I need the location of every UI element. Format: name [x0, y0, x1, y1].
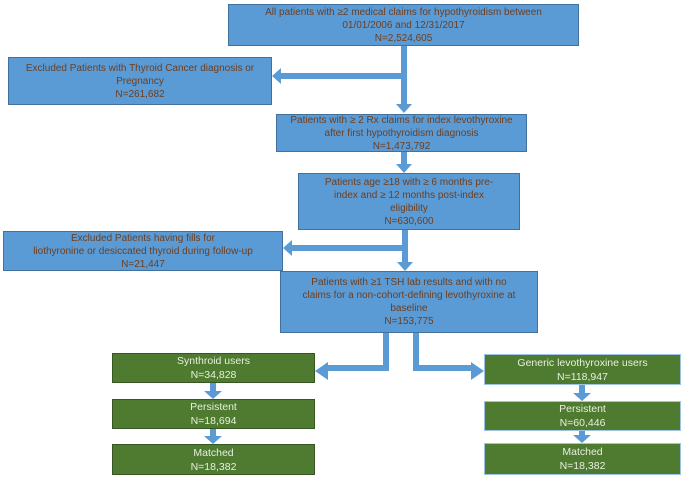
box-excluded-fills-text: Excluded Patients having fills for lioth…	[33, 232, 253, 270]
box-persistent-generic: Persistent N=60,446	[484, 401, 681, 431]
arrow-all-to-rx-head-icon	[396, 104, 412, 113]
arrow-tsh-to-synthroid-vstem	[383, 333, 389, 371]
box-synthroid-users-text: Synthroid users N=34,828	[177, 355, 250, 381]
arrow-all-to-rx-stem	[401, 46, 407, 105]
box-all-patients-text: All patients with ≥2 medical claims for …	[265, 6, 542, 44]
box-excluded-fills: Excluded Patients having fills for lioth…	[3, 231, 283, 271]
arrow-age-to-tsh-stem	[402, 230, 408, 263]
box-tsh-lab-text: Patients with ≥1 TSH lab results and wit…	[302, 277, 516, 327]
box-persistent-synthroid: Persistent N=18,694	[112, 399, 315, 429]
arrow-tsh-to-generic-head-icon	[471, 362, 484, 380]
arrow-branch-excluded1-stem	[281, 73, 404, 79]
box-matched-synthroid: Matched N=18,382	[112, 444, 315, 475]
box-matched-synthroid-text: Matched N=18,382	[190, 446, 237, 473]
arrow-generic-to-persistent-stem	[579, 385, 585, 394]
box-tsh-lab: Patients with ≥1 TSH lab results and wit…	[280, 271, 538, 333]
arrow-tsh-to-synthroid-hstem	[328, 365, 386, 371]
arrow-tsh-to-synthroid-head-icon	[315, 362, 328, 380]
arrow-tsh-to-generic-hstem	[419, 365, 471, 371]
arrow-persistentL-to-matched-head-icon	[204, 436, 222, 444]
arrow-persistentL-to-matched-stem	[210, 429, 216, 437]
box-generic-users-text: Generic levothyroxine users N=118,947	[517, 356, 648, 383]
arrow-synthroid-to-persistent-stem	[210, 383, 216, 392]
arrow-branch-excluded2-stem	[292, 245, 405, 251]
arrow-persistentR-to-matched-head-icon	[573, 435, 591, 443]
box-age-eligibility: Patients age ≥18 with ≥ 6 months pre- in…	[298, 173, 520, 230]
arrow-branch-excluded2-head-icon	[283, 240, 292, 256]
box-persistent-synthroid-text: Persistent N=18,694	[190, 401, 237, 427]
box-generic-users: Generic levothyroxine users N=118,947	[484, 354, 681, 385]
box-matched-generic-text: Matched N=18,382	[559, 446, 606, 472]
arrow-rx-to-age-stem	[401, 152, 407, 166]
arrow-branch-excluded1-head-icon	[272, 68, 281, 84]
arrow-tsh-to-generic-vstem	[413, 333, 419, 371]
box-rx-claims-text: Patients with ≥ 2 Rx claims for index le…	[290, 114, 513, 152]
box-age-eligibility-text: Patients age ≥18 with ≥ 6 months pre- in…	[324, 176, 494, 227]
box-synthroid-users: Synthroid users N=34,828	[112, 353, 315, 383]
box-rx-claims: Patients with ≥ 2 Rx claims for index le…	[276, 114, 527, 152]
arrow-rx-to-age-head-icon	[396, 164, 412, 173]
box-persistent-generic-text: Persistent N=60,446	[559, 403, 606, 429]
arrow-age-to-tsh-head-icon	[397, 262, 413, 271]
box-excluded-cancer-pregnancy-text: Excluded Patients with Thyroid Cancer di…	[25, 62, 255, 100]
arrow-persistentR-to-matched-stem	[579, 431, 585, 436]
box-matched-generic: Matched N=18,382	[484, 443, 681, 475]
arrow-generic-to-persistent-head-icon	[573, 393, 591, 401]
box-all-patients: All patients with ≥2 medical claims for …	[228, 4, 579, 46]
arrow-synthroid-to-persistent-head-icon	[204, 391, 222, 399]
box-excluded-cancer-pregnancy: Excluded Patients with Thyroid Cancer di…	[8, 57, 272, 105]
